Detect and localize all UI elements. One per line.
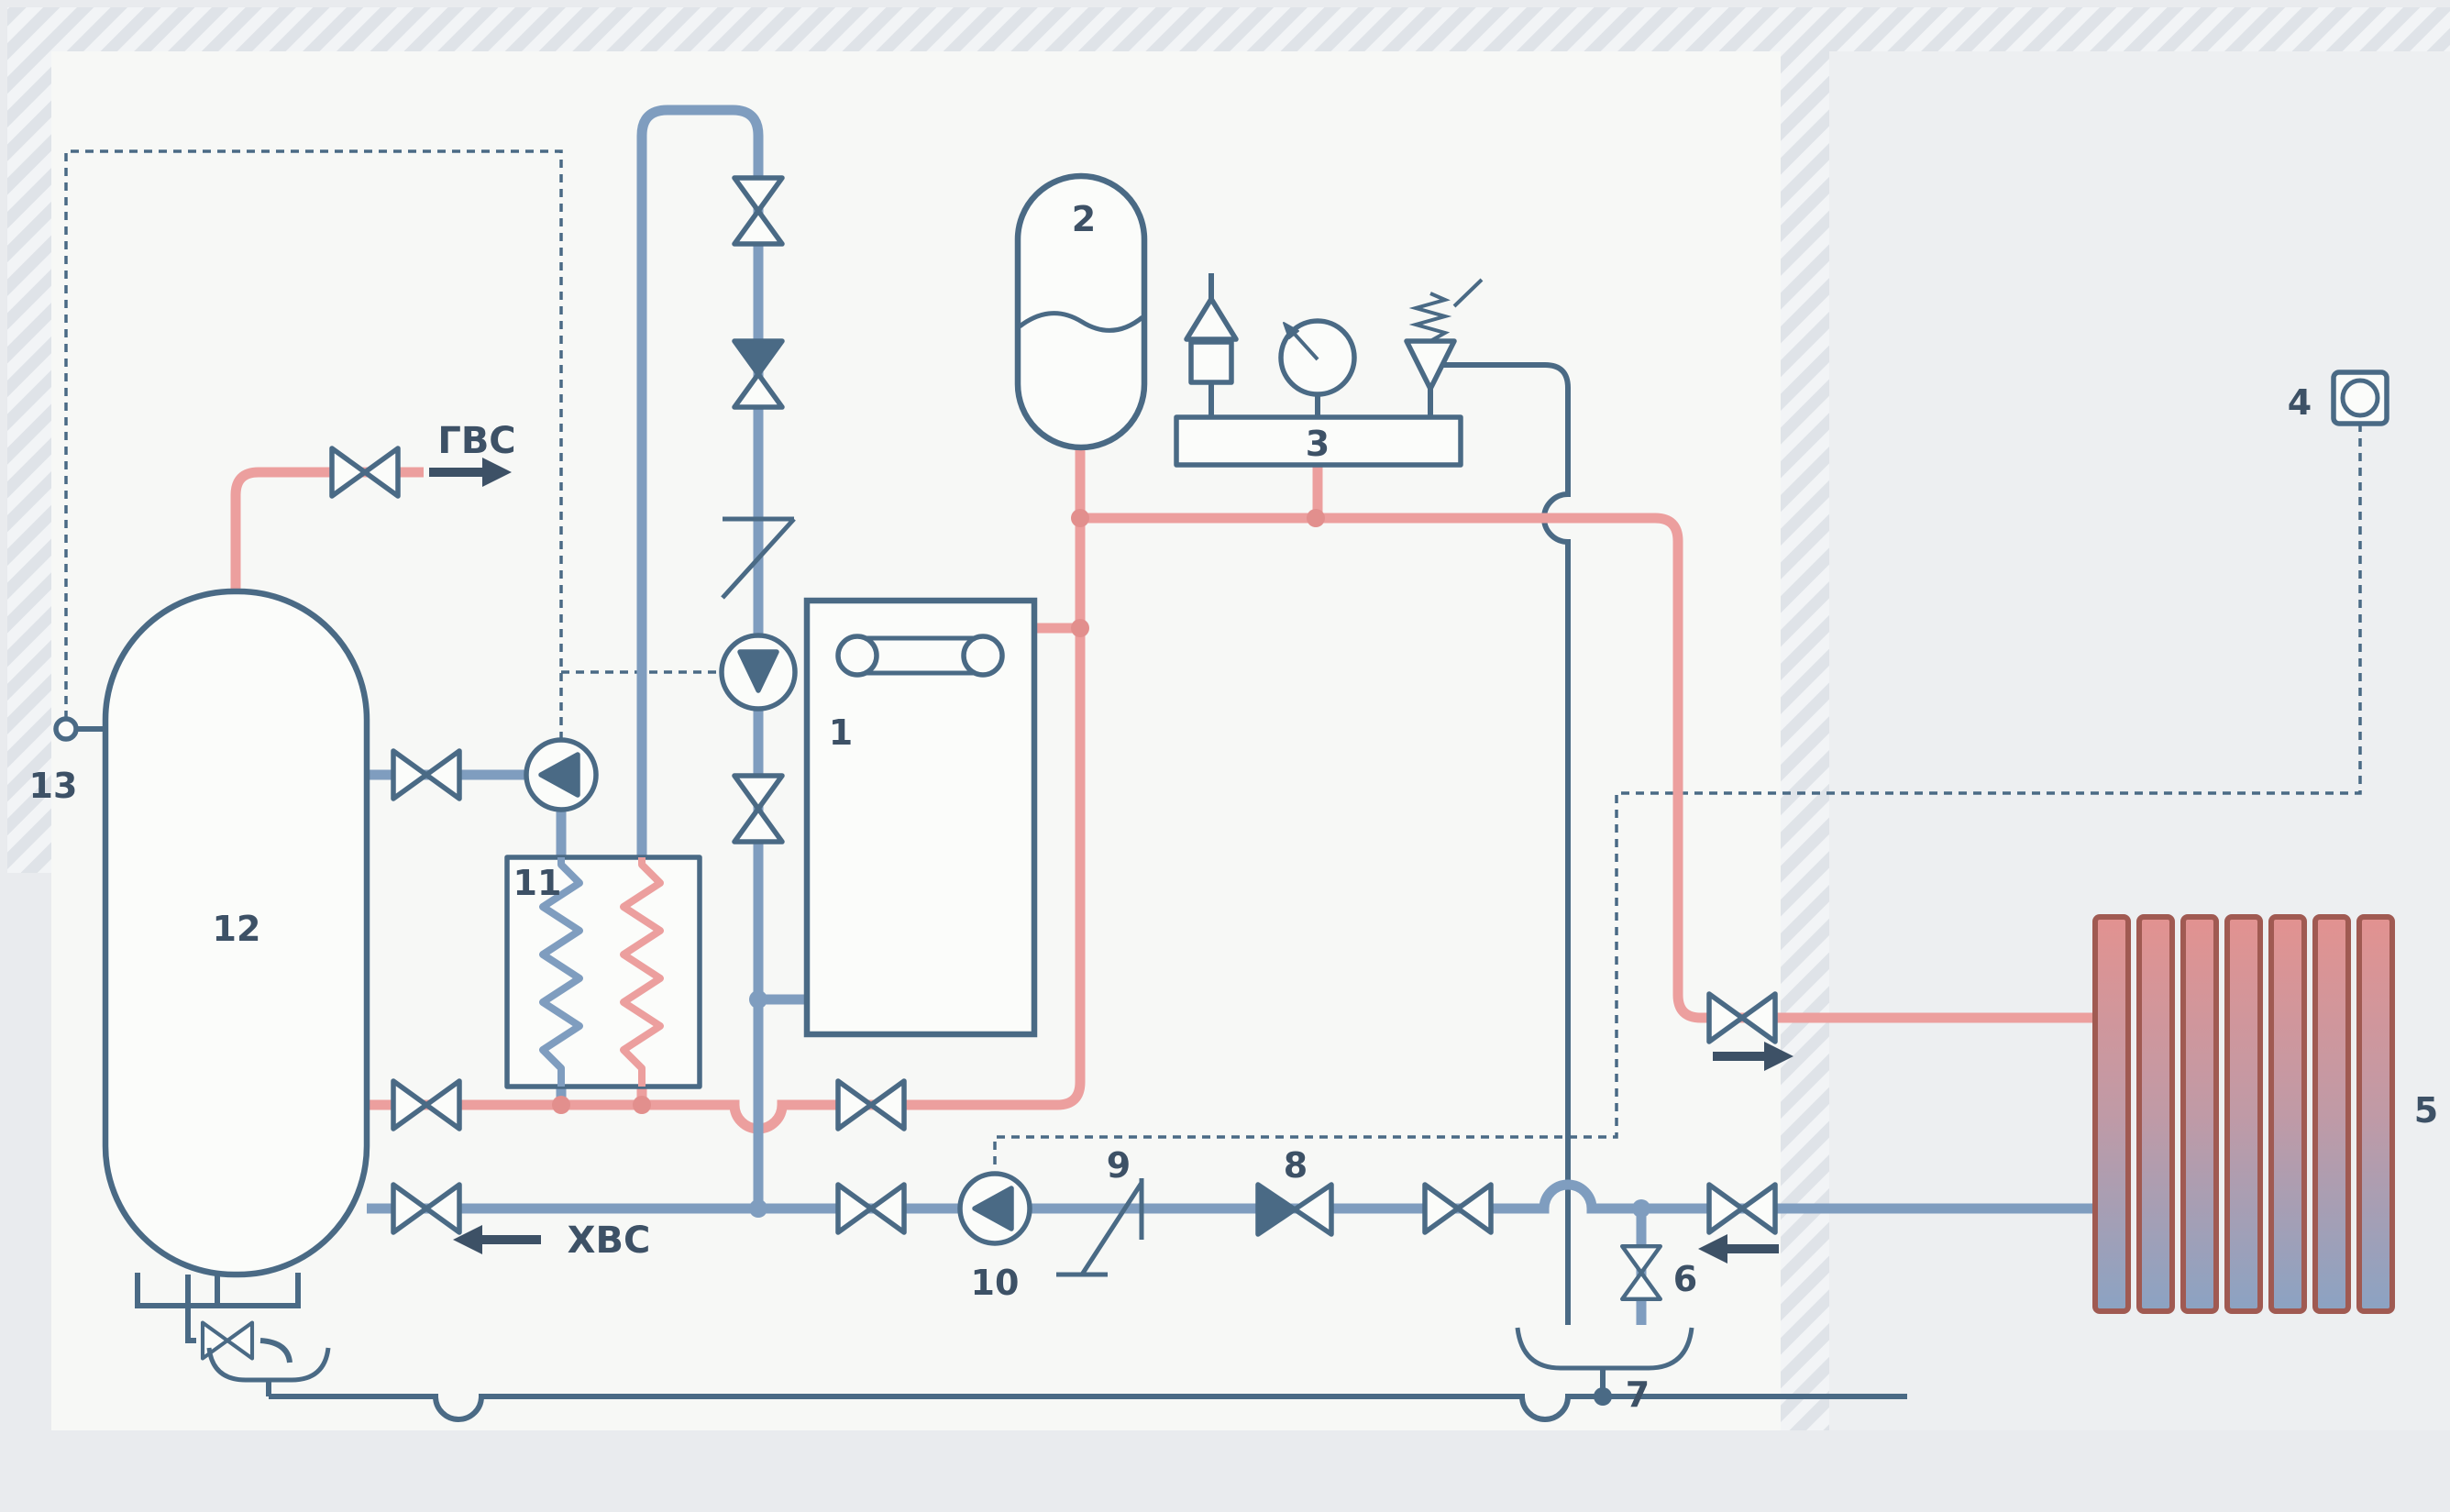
- manifold: [1174, 414, 1463, 468]
- air-vent-body: [1188, 339, 1234, 385]
- label-drain-valve: 6: [1673, 1259, 1697, 1299]
- pipe-dhw-out: [230, 467, 424, 642]
- radiator-section: [2356, 914, 2395, 1314]
- label-expansion-vessel: 2: [1072, 199, 1096, 239]
- pump-rotor-icon: [972, 1186, 1014, 1231]
- radiator-section: [2268, 914, 2307, 1314]
- wall-top: [7, 7, 2450, 51]
- wiring-thermostat-pump10: [993, 424, 2362, 1166]
- junction: [749, 1199, 767, 1218]
- gauge-needle: [1289, 328, 1319, 361]
- label-heat-exchanger: 11: [513, 863, 562, 903]
- junction: [1632, 1199, 1650, 1218]
- junction: [1307, 509, 1325, 527]
- check-valve-icon: [1292, 1182, 1334, 1237]
- safety-valve-lever: [1452, 278, 1484, 308]
- radiator: [2092, 914, 2395, 1314]
- junction: [1071, 509, 1089, 527]
- label-safety-group: 3: [1306, 424, 1330, 464]
- radiator-section: [2224, 914, 2263, 1314]
- manifold-stubs: [1208, 382, 1433, 417]
- burner-wheel-right: [961, 634, 1005, 678]
- labels: 1 2 3 4 5 6 7 8 9 10 11 12 13 ГВС ХВС: [29, 199, 2439, 1415]
- label-circulation-pump: 10: [971, 1263, 1020, 1303]
- wiring-sensor13-dhw-pump: [64, 149, 563, 738]
- drain-funnel-icon: [1515, 1327, 1694, 1371]
- vessel-body: [1014, 172, 1148, 451]
- exchanger-coil-cold: [539, 857, 583, 1087]
- exchanger-coil-hot: [620, 857, 664, 1087]
- dhw-arrow-icon: [482, 458, 512, 487]
- tank-drain-funnel: [206, 1347, 331, 1383]
- label-tank-sensor: 13: [29, 766, 78, 806]
- label-dhw-out: ГВС: [437, 420, 515, 462]
- walls: [7, 7, 2450, 1430]
- safety-valve-spring: [1408, 292, 1452, 343]
- junction: [1594, 1387, 1612, 1406]
- cw-arrow-icon: [453, 1225, 482, 1254]
- return-line-fittings: [838, 994, 1775, 1371]
- burner-lines: [857, 635, 983, 676]
- check-valve-icon: [732, 338, 785, 377]
- pump-rotor-icon: [538, 752, 580, 798]
- junction-dots: [552, 509, 1650, 1406]
- label-drain-funnel: 7: [1626, 1374, 1650, 1415]
- junction: [633, 1096, 651, 1114]
- air-vent-icon: [1184, 296, 1239, 342]
- wall-left: [7, 7, 51, 873]
- membrane-wave: [1018, 311, 1144, 333]
- label-storage-tank: 12: [213, 909, 261, 949]
- safety-discharge-pipe: [1438, 362, 1571, 1325]
- radiator-section: [2092, 914, 2131, 1314]
- drain-spout: [259, 1338, 292, 1363]
- riser-fittings: [719, 178, 798, 842]
- check-valve-icon: [732, 371, 785, 410]
- room-thermostat: [2331, 370, 2389, 426]
- label-boiler: 1: [829, 712, 853, 753]
- pipe-return-main: [367, 1179, 2095, 1214]
- pipe-tank-to-vessel: [367, 447, 1086, 1134]
- burner-wheel-left: [835, 634, 879, 678]
- safety-group: [1174, 273, 1484, 468]
- radiator-section: [2180, 914, 2219, 1314]
- check-valve-icon: [1255, 1182, 1297, 1237]
- supply-arrow-icon: [1764, 1042, 1793, 1071]
- drain-line: [269, 1394, 1907, 1422]
- heat-exchanger: [504, 855, 702, 1089]
- label-room-thermostat: 4: [2288, 382, 2312, 423]
- tank-body: [102, 588, 370, 1278]
- label-radiator: 5: [2414, 1090, 2438, 1131]
- junction: [552, 1096, 570, 1114]
- label-check-valve: 8: [1284, 1145, 1308, 1186]
- exchanger-box: [504, 855, 702, 1089]
- strainer-icon: [1056, 1178, 1144, 1277]
- tank-drain-pipe: [185, 1275, 196, 1343]
- storage-tank: [53, 588, 370, 1383]
- wall-partition: [1781, 51, 1829, 1430]
- expansion-vessel: [1014, 172, 1148, 451]
- radiator-section: [2136, 914, 2175, 1314]
- junction: [1071, 619, 1089, 637]
- pipe-supply-to-radiator: [1080, 513, 2095, 1023]
- pipe-riser-arch: [636, 105, 764, 1208]
- tank-fittings: [332, 448, 599, 1232]
- flow-arrows: [429, 458, 1793, 1264]
- pump-rotor-icon: [737, 649, 779, 693]
- thermostat-dial-icon: [2340, 378, 2380, 418]
- tank-sensor-icon: [53, 716, 79, 742]
- label-strainer: 9: [1107, 1145, 1131, 1186]
- radiator-section: [2312, 914, 2351, 1314]
- label-cold-water-in: ХВС: [568, 1220, 651, 1262]
- return-arrow-icon: [1698, 1234, 1727, 1264]
- gauge-needle-tip: [1283, 322, 1299, 339]
- balancing-valve-icon: [721, 516, 796, 600]
- boiler: [803, 597, 1038, 1038]
- junction: [749, 990, 767, 1009]
- tank-stand: [135, 1273, 301, 1308]
